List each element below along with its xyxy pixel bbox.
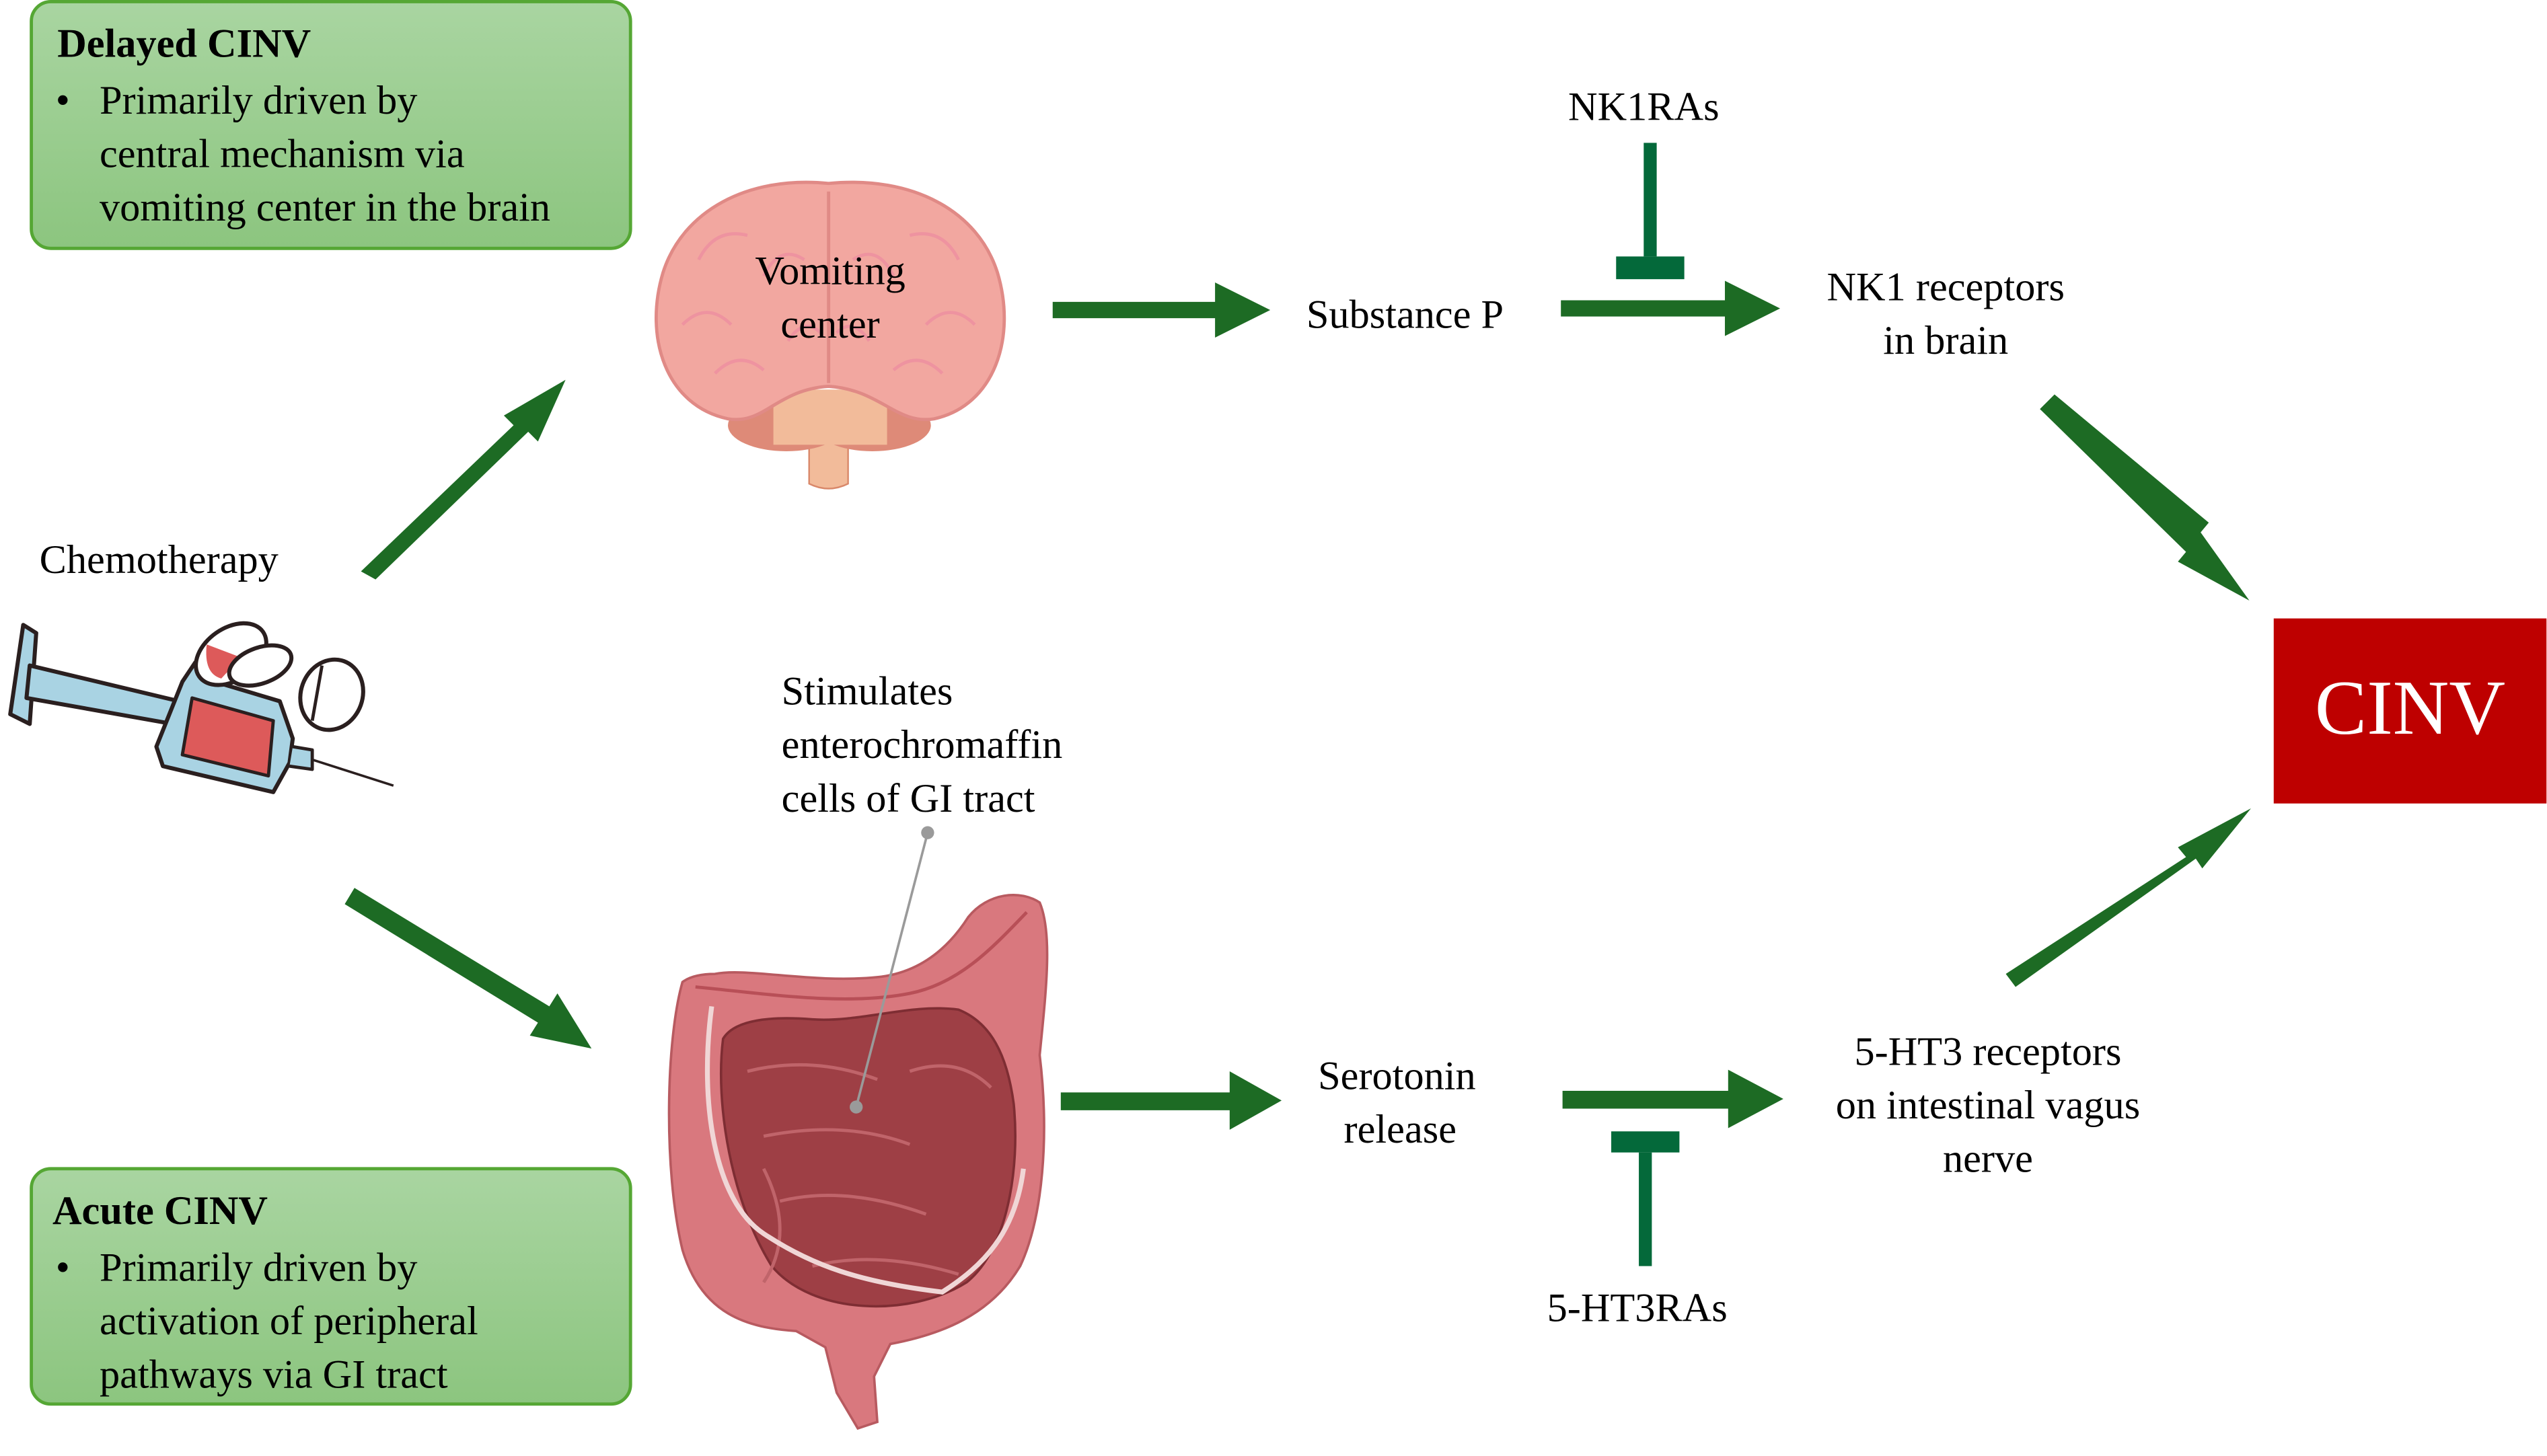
acute-cinv-box: Acute CINV • Primarily driven by activat… (30, 1167, 632, 1406)
acute-cinv-line-3: pathways via GI tract (100, 1352, 448, 1397)
delayed-cinv-box: Delayed CINV • Primarily driven by centr… (30, 0, 632, 250)
brain-icon: Vomiting center (655, 180, 1006, 490)
acute-cinv-line-1: Primarily driven by (100, 1245, 418, 1290)
brain-label-line-2: center (780, 302, 879, 347)
callout-dot-top (921, 826, 934, 839)
nk1-receptors-line-2: in brain (1883, 318, 2008, 363)
arrow-gut-to-serotonin (1060, 1071, 1282, 1130)
gi-callout-line-2: enterochromaffin (782, 722, 1063, 767)
arrows (344, 280, 2251, 1130)
delayed-cinv-line-3: vomiting center in the brain (100, 185, 550, 230)
nk1ras-inhibitor (1616, 143, 1685, 280)
gi-callout: Stimulates enterochromaffin cells of GI … (782, 669, 1063, 1114)
arrow-serotonin-to-5ht3 (1562, 1069, 1783, 1128)
brain-label-line-1: Vomiting (755, 248, 906, 293)
5ht3ras-inhibitor (1611, 1131, 1680, 1266)
serotonin-line-2: release (1344, 1107, 1456, 1152)
arrow-nk1-to-cinv (2040, 394, 2250, 601)
acute-cinv-line-2: activation of peripheral (100, 1299, 478, 1344)
cinv-outcome-label: CINV (2315, 665, 2505, 751)
arrow-5ht3-to-cinv (2005, 808, 2251, 987)
bullet: • (56, 78, 70, 123)
syringe-pills-icon (8, 621, 394, 794)
substance-p-label: Substance P (1306, 293, 1504, 338)
arrow-chemo-to-brain (361, 379, 566, 580)
acute-cinv-title: Acute CINV (52, 1188, 268, 1233)
5ht3-receptors-line-1: 5-HT3 receptors (1854, 1029, 2121, 1074)
intestine-icon (667, 894, 1049, 1430)
gi-callout-line-1: Stimulates (782, 669, 953, 714)
callout-dot-bottom (850, 1100, 863, 1114)
5ht3ras-label: 5-HT3RAs (1547, 1286, 1728, 1331)
arrow-brain-to-substance-p (1052, 282, 1271, 338)
delayed-cinv-title: Delayed CINV (57, 21, 311, 66)
delayed-cinv-line-1: Primarily driven by (100, 78, 418, 123)
gi-callout-line-3: cells of GI tract (782, 776, 1035, 821)
arrow-chemo-to-gut (344, 888, 592, 1049)
nk1ras-label: NK1RAs (1568, 85, 1720, 130)
delayed-cinv-line-2: central mechanism via (100, 132, 465, 177)
chemotherapy-label: Chemotherapy (40, 537, 279, 582)
cinv-outcome-box: CINV (2273, 618, 2547, 804)
arrow-substance-p-to-nk1 (1561, 280, 1781, 336)
serotonin-line-1: Serotonin (1318, 1054, 1476, 1099)
5ht3-receptors-line-2: on intestinal vagus (1836, 1083, 2140, 1128)
5ht3-receptors-line-3: nerve (1943, 1137, 2033, 1182)
nk1-receptors-line-1: NK1 receptors (1826, 265, 2064, 310)
bullet: • (56, 1245, 70, 1290)
